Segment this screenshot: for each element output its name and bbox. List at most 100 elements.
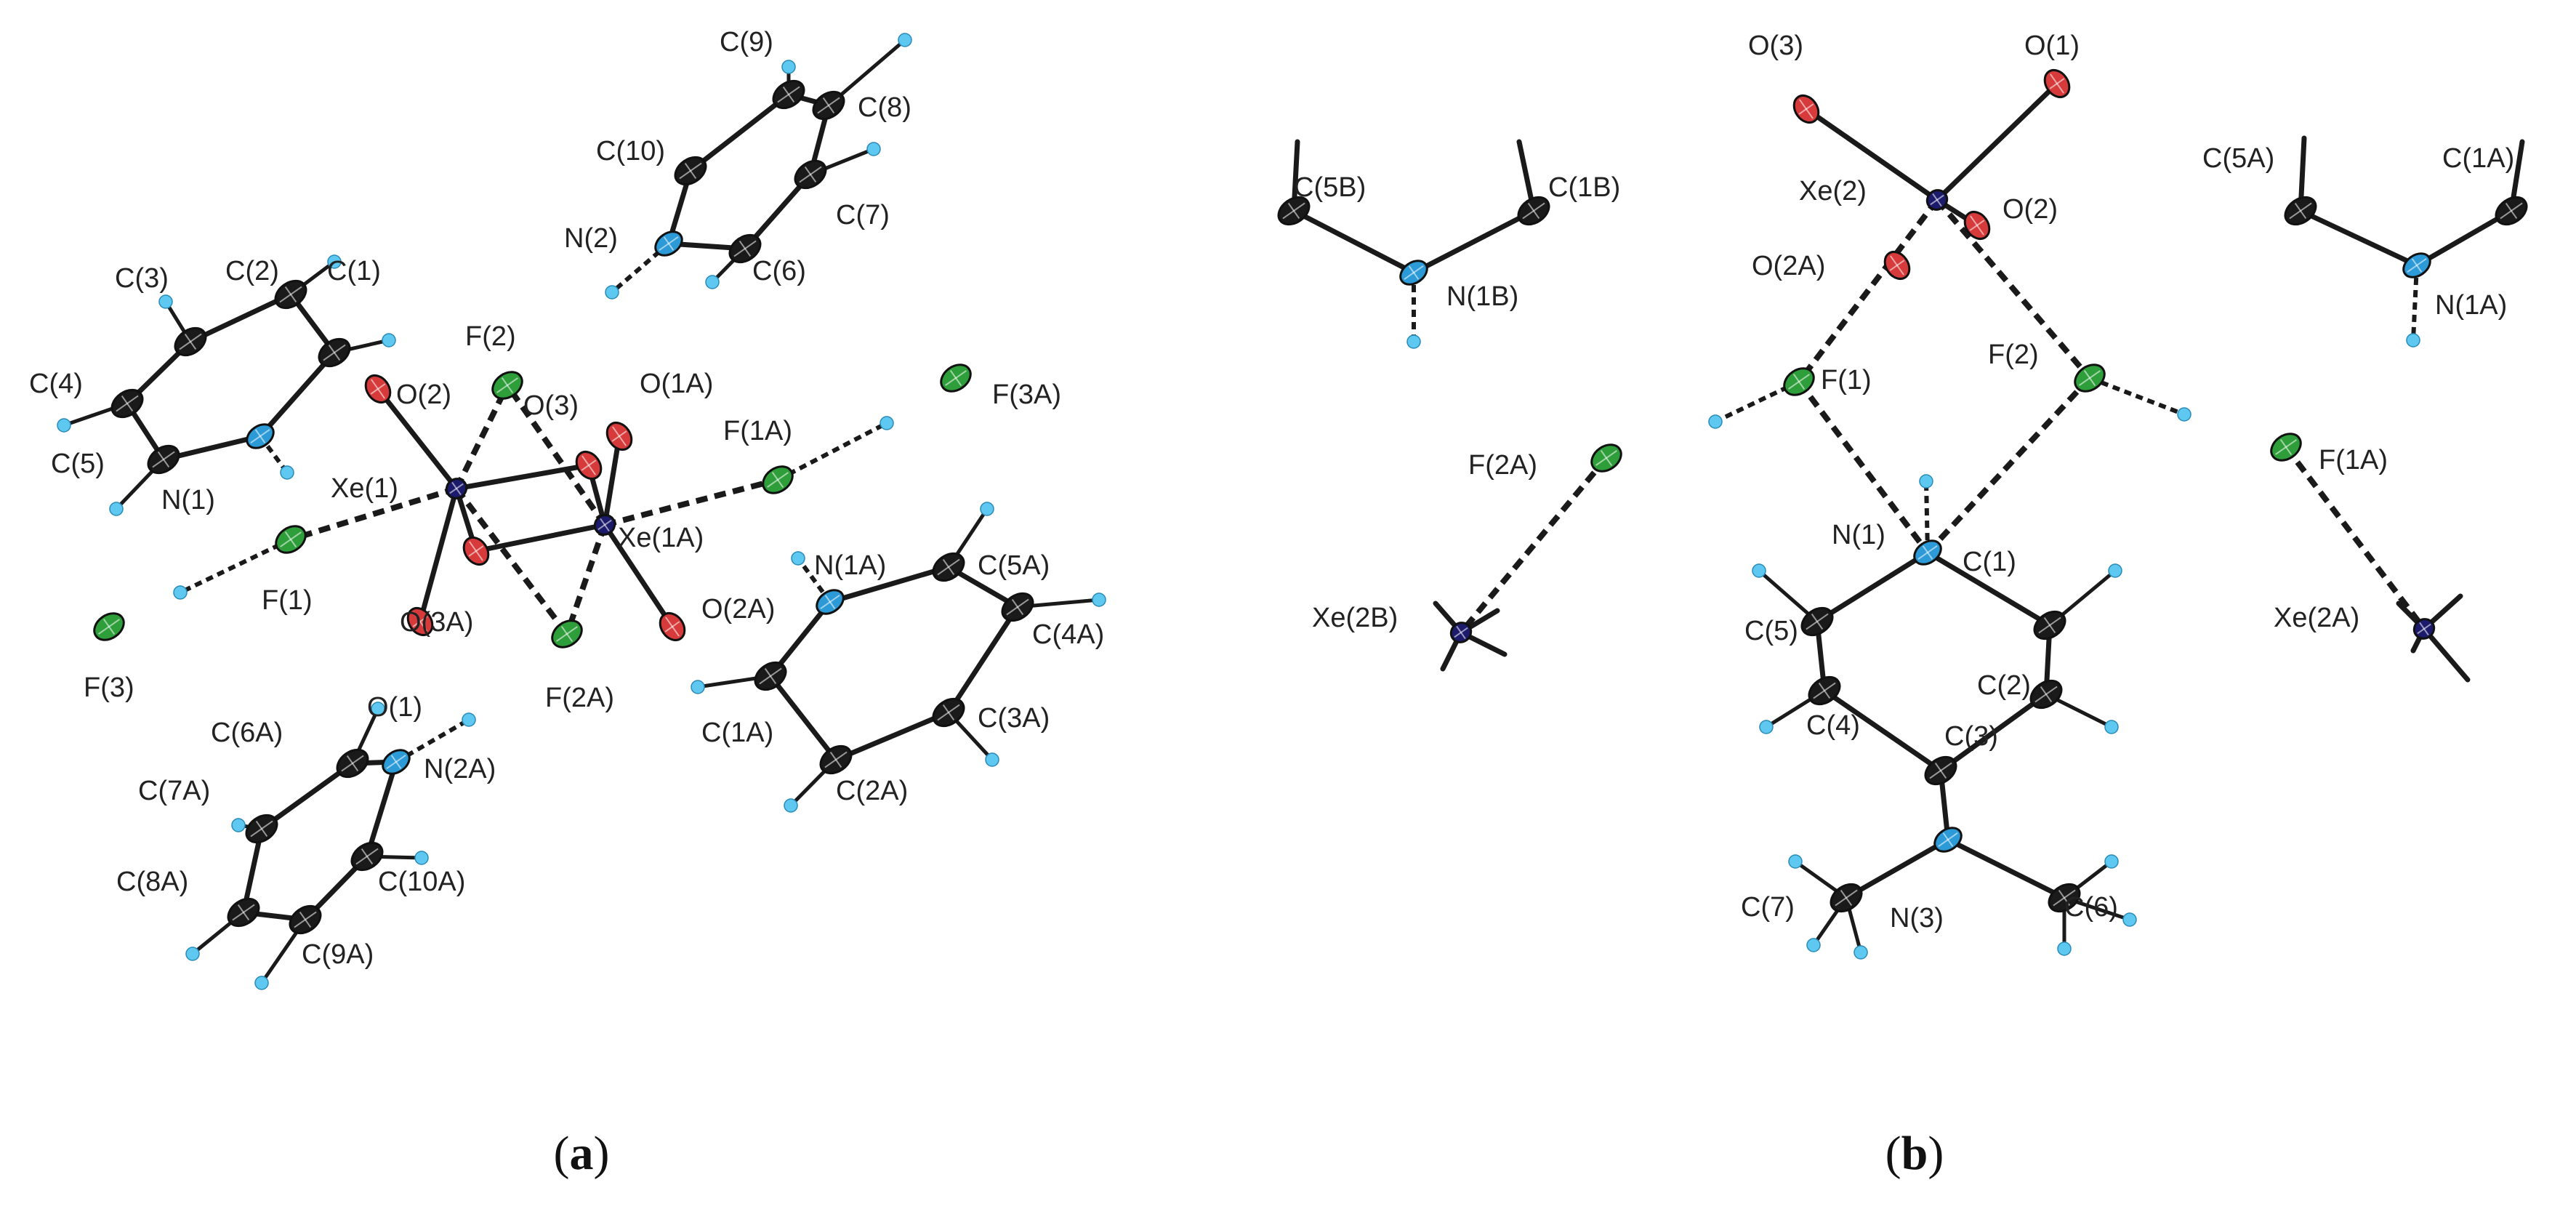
bond-Xe2-O3 <box>1803 106 1940 203</box>
label-C2A: C(2A) <box>836 776 908 806</box>
atom-Xe1 <box>445 478 468 499</box>
hydrogen-atom <box>866 142 881 156</box>
label-C8: C(8) <box>858 92 911 123</box>
hydrogen-atom <box>1708 414 1723 429</box>
panel-b-labels: Xe(2)Xe(2A)Xe(2B)O(1)O(2)O(3)O(2A)F(1)F(… <box>1294 31 2514 933</box>
hydrogen-atom <box>158 294 173 309</box>
label-C3: C(3) <box>115 263 169 294</box>
label-O2: O(2) <box>396 379 451 410</box>
atom-C9 <box>772 79 805 110</box>
bond-N1A-C1A <box>2414 208 2514 268</box>
atom-C8 <box>812 90 845 121</box>
atom-C7 <box>1830 883 1863 913</box>
hydrogen-atom <box>1406 334 1421 349</box>
atom-O1 <box>2043 68 2071 99</box>
atom-O2A <box>1883 250 1911 281</box>
atom-F1 <box>1783 367 1815 396</box>
atom-C5 <box>1800 606 1834 637</box>
label-N1A: N(1A) <box>814 550 886 581</box>
panel-a-labels: Xe(1)Xe(1A)O(1)O(2)O(3)O(1A)O(2A)O(3A)F(… <box>29 27 1104 970</box>
label-C2: C(2) <box>225 256 279 286</box>
hydrogen-atom <box>2177 407 2191 422</box>
atom-C3A <box>932 697 965 728</box>
atom-O2A <box>659 611 686 642</box>
label-N1: N(1) <box>161 485 215 515</box>
bond-C10A-N2A <box>364 759 399 859</box>
atom-F2A <box>551 619 583 648</box>
bond-N1B-C5B <box>1291 208 1417 276</box>
hydrogen-atom <box>231 818 246 832</box>
atom-O2 <box>364 374 392 404</box>
atom-C1A <box>2495 196 2528 226</box>
label-F1: F(1) <box>262 585 313 616</box>
atom-C8A <box>227 897 260 928</box>
label-F1: F(1) <box>1821 365 1872 395</box>
contact-Xe2-F1 <box>1796 198 1940 384</box>
bond-C3A-C2A <box>833 710 951 763</box>
hydrogen-atom <box>254 976 269 990</box>
label-C5: C(5) <box>1744 616 1798 646</box>
bond-C2-C3 <box>188 292 294 345</box>
hydrogen-atom <box>1919 474 1933 489</box>
label-O3: O(3) <box>523 390 579 421</box>
label-N1: N(1) <box>1832 520 1885 550</box>
contact-Xe1A-F2A <box>564 523 608 635</box>
h-bond-N1A-0 <box>796 557 832 603</box>
hydrogen-atom <box>2057 941 2072 956</box>
bond-Xe1A-O2A <box>602 522 675 630</box>
label-F2A: F(2A) <box>545 683 614 713</box>
atom-Xe1A <box>593 514 616 536</box>
atom-F3A <box>940 363 972 393</box>
contact-Xe1-F1 <box>289 486 458 542</box>
label-O1A: O(1A) <box>640 369 713 399</box>
label-F1A: F(1A) <box>723 416 792 446</box>
atom-N3 <box>1933 827 1963 853</box>
label-Xe2A: Xe(2A) <box>2274 603 2359 633</box>
label-C9: C(9) <box>720 27 773 57</box>
label-C10: C(10) <box>596 136 665 166</box>
bond-C9-C10 <box>688 92 792 174</box>
atom-F2A <box>1590 443 1622 473</box>
atom-C1A <box>754 661 787 691</box>
bond-N1A-C5A <box>827 564 951 605</box>
bond-N1B-C1B <box>1411 208 1537 276</box>
hydrogen-atom <box>705 275 720 289</box>
atom-C4 <box>1808 675 1841 706</box>
atom-C9A <box>289 904 322 935</box>
hydrogen-atom <box>1806 938 1821 952</box>
label-Xe2B: Xe(2B) <box>1312 603 1398 633</box>
bond-Xe1-O1 <box>417 486 459 624</box>
label-Xe1A: Xe(1A) <box>618 523 704 553</box>
label-C1: C(1) <box>327 256 381 286</box>
hydrogen-atom <box>2406 333 2420 348</box>
label-C1A: C(1A) <box>2442 143 2514 174</box>
atom-C5A <box>932 552 965 582</box>
contact-Xe1-F2A <box>454 486 570 636</box>
panel-a-hydrogen-bonds <box>289 383 779 636</box>
hydrogen-atom <box>327 254 342 269</box>
hydrogen-atom <box>980 502 994 516</box>
atom-O1A <box>605 421 633 451</box>
atom-C2 <box>274 279 307 310</box>
label-C5B: C(5B) <box>1294 172 1366 203</box>
hydrogen-atom <box>1853 945 1868 960</box>
label-O2: O(2) <box>2003 194 2058 225</box>
label-O1: O(1) <box>367 692 422 723</box>
label-C9A: C(9A) <box>302 939 374 970</box>
atom-F2 <box>491 371 523 400</box>
label-N2: N(2) <box>564 223 618 254</box>
label-O2A: O(2A) <box>701 594 775 624</box>
hydrogen-atom <box>414 851 429 865</box>
hydrogen-atom <box>2122 912 2137 927</box>
caption-a: (a) <box>554 1127 610 1180</box>
atom-C4A <box>1001 592 1034 622</box>
atom-Xe2 <box>1925 189 1949 211</box>
bond-N3-C7 <box>1843 837 1951 901</box>
label-C5: C(5) <box>51 449 105 479</box>
label-C1A: C(1A) <box>701 718 773 748</box>
hydrogen-atom <box>781 60 796 74</box>
atom-C1 <box>318 337 351 368</box>
panel-b-structure: Xe(2)Xe(2A)Xe(2B)O(1)O(2)O(3)O(2A)F(1)F(… <box>1277 31 2528 960</box>
atom-N2A <box>382 749 411 775</box>
label-N1A: N(1A) <box>2435 290 2507 321</box>
